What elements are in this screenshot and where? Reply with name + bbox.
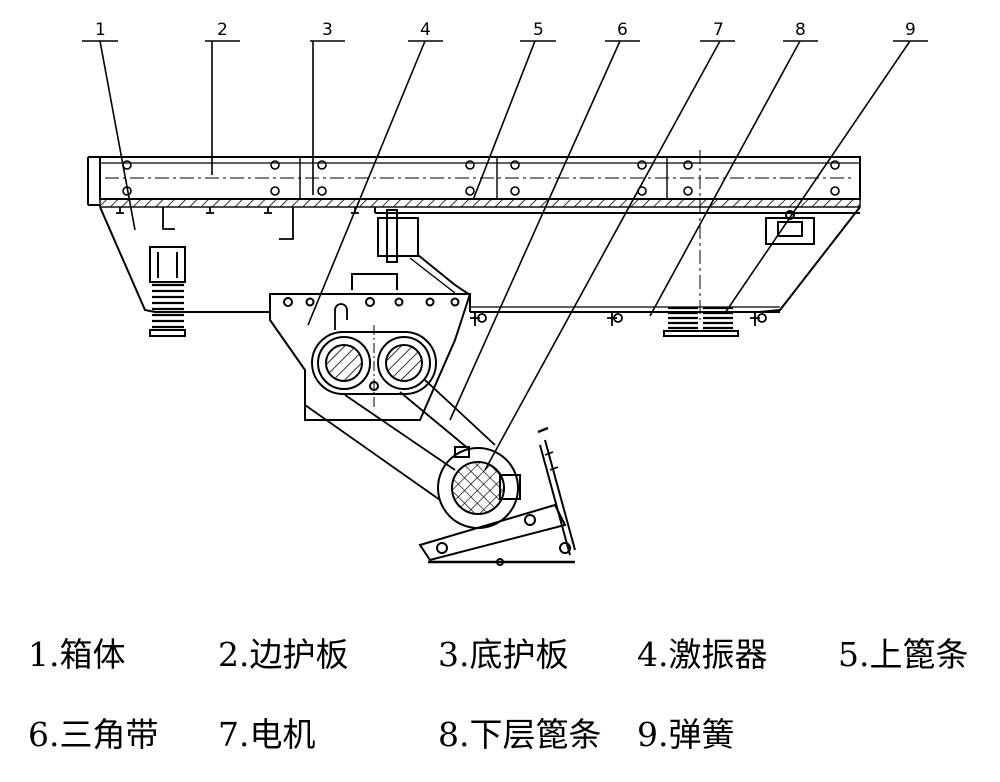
legend-item-1: 1.箱体: [28, 635, 126, 674]
centre-lines: [105, 150, 855, 320]
callout-3: 3: [322, 20, 333, 40]
callout-6: 6: [617, 20, 628, 40]
callout-leaders: [82, 40, 928, 471]
callout-1: 1: [95, 20, 106, 40]
callout-numbers: 1 2 3 4 5 6 7 8 9: [95, 20, 916, 40]
right-springs: [663, 306, 739, 337]
legend-item-6: 6.三角带: [28, 715, 159, 754]
legend-item-5: 5.上篦条: [838, 635, 969, 674]
v-belt: [304, 379, 496, 501]
left-spring: [149, 246, 186, 337]
parts-legend: 1.箱体 2.边护板 3.底护板 4.激振器 5.上篦条 6.三角带 7.电机 …: [0, 600, 1000, 782]
legend-item-7: 7.电机: [218, 715, 316, 754]
legend-item-3: 3.底护板: [438, 635, 569, 674]
callout-7: 7: [713, 20, 724, 40]
vibrating-feeder-drawing: 1 2 3 4 5 6 7 8 9: [82, 20, 928, 566]
legend-item-8: 8.下层篦条: [438, 715, 602, 754]
motor: [437, 446, 521, 529]
exciter-hanger: [377, 209, 471, 312]
motor-base: [418, 426, 576, 566]
side-guard-bolts: [122, 160, 840, 196]
legend-item-9: 9.弹簧: [637, 715, 735, 754]
callout-5: 5: [533, 20, 544, 40]
right-bracket: [765, 210, 815, 245]
callout-4: 4: [420, 20, 431, 40]
callout-2: 2: [217, 20, 228, 40]
rail-hangers: [470, 312, 767, 326]
exciter: [269, 273, 472, 421]
bottom-liner-hangers: [116, 207, 359, 240]
callout-8: 8: [795, 20, 806, 40]
callout-9: 9: [905, 20, 916, 40]
legend-item-4: 4.激振器: [637, 635, 768, 674]
legend-item-2: 2.边护板: [218, 635, 349, 674]
box-body: [87, 156, 861, 313]
